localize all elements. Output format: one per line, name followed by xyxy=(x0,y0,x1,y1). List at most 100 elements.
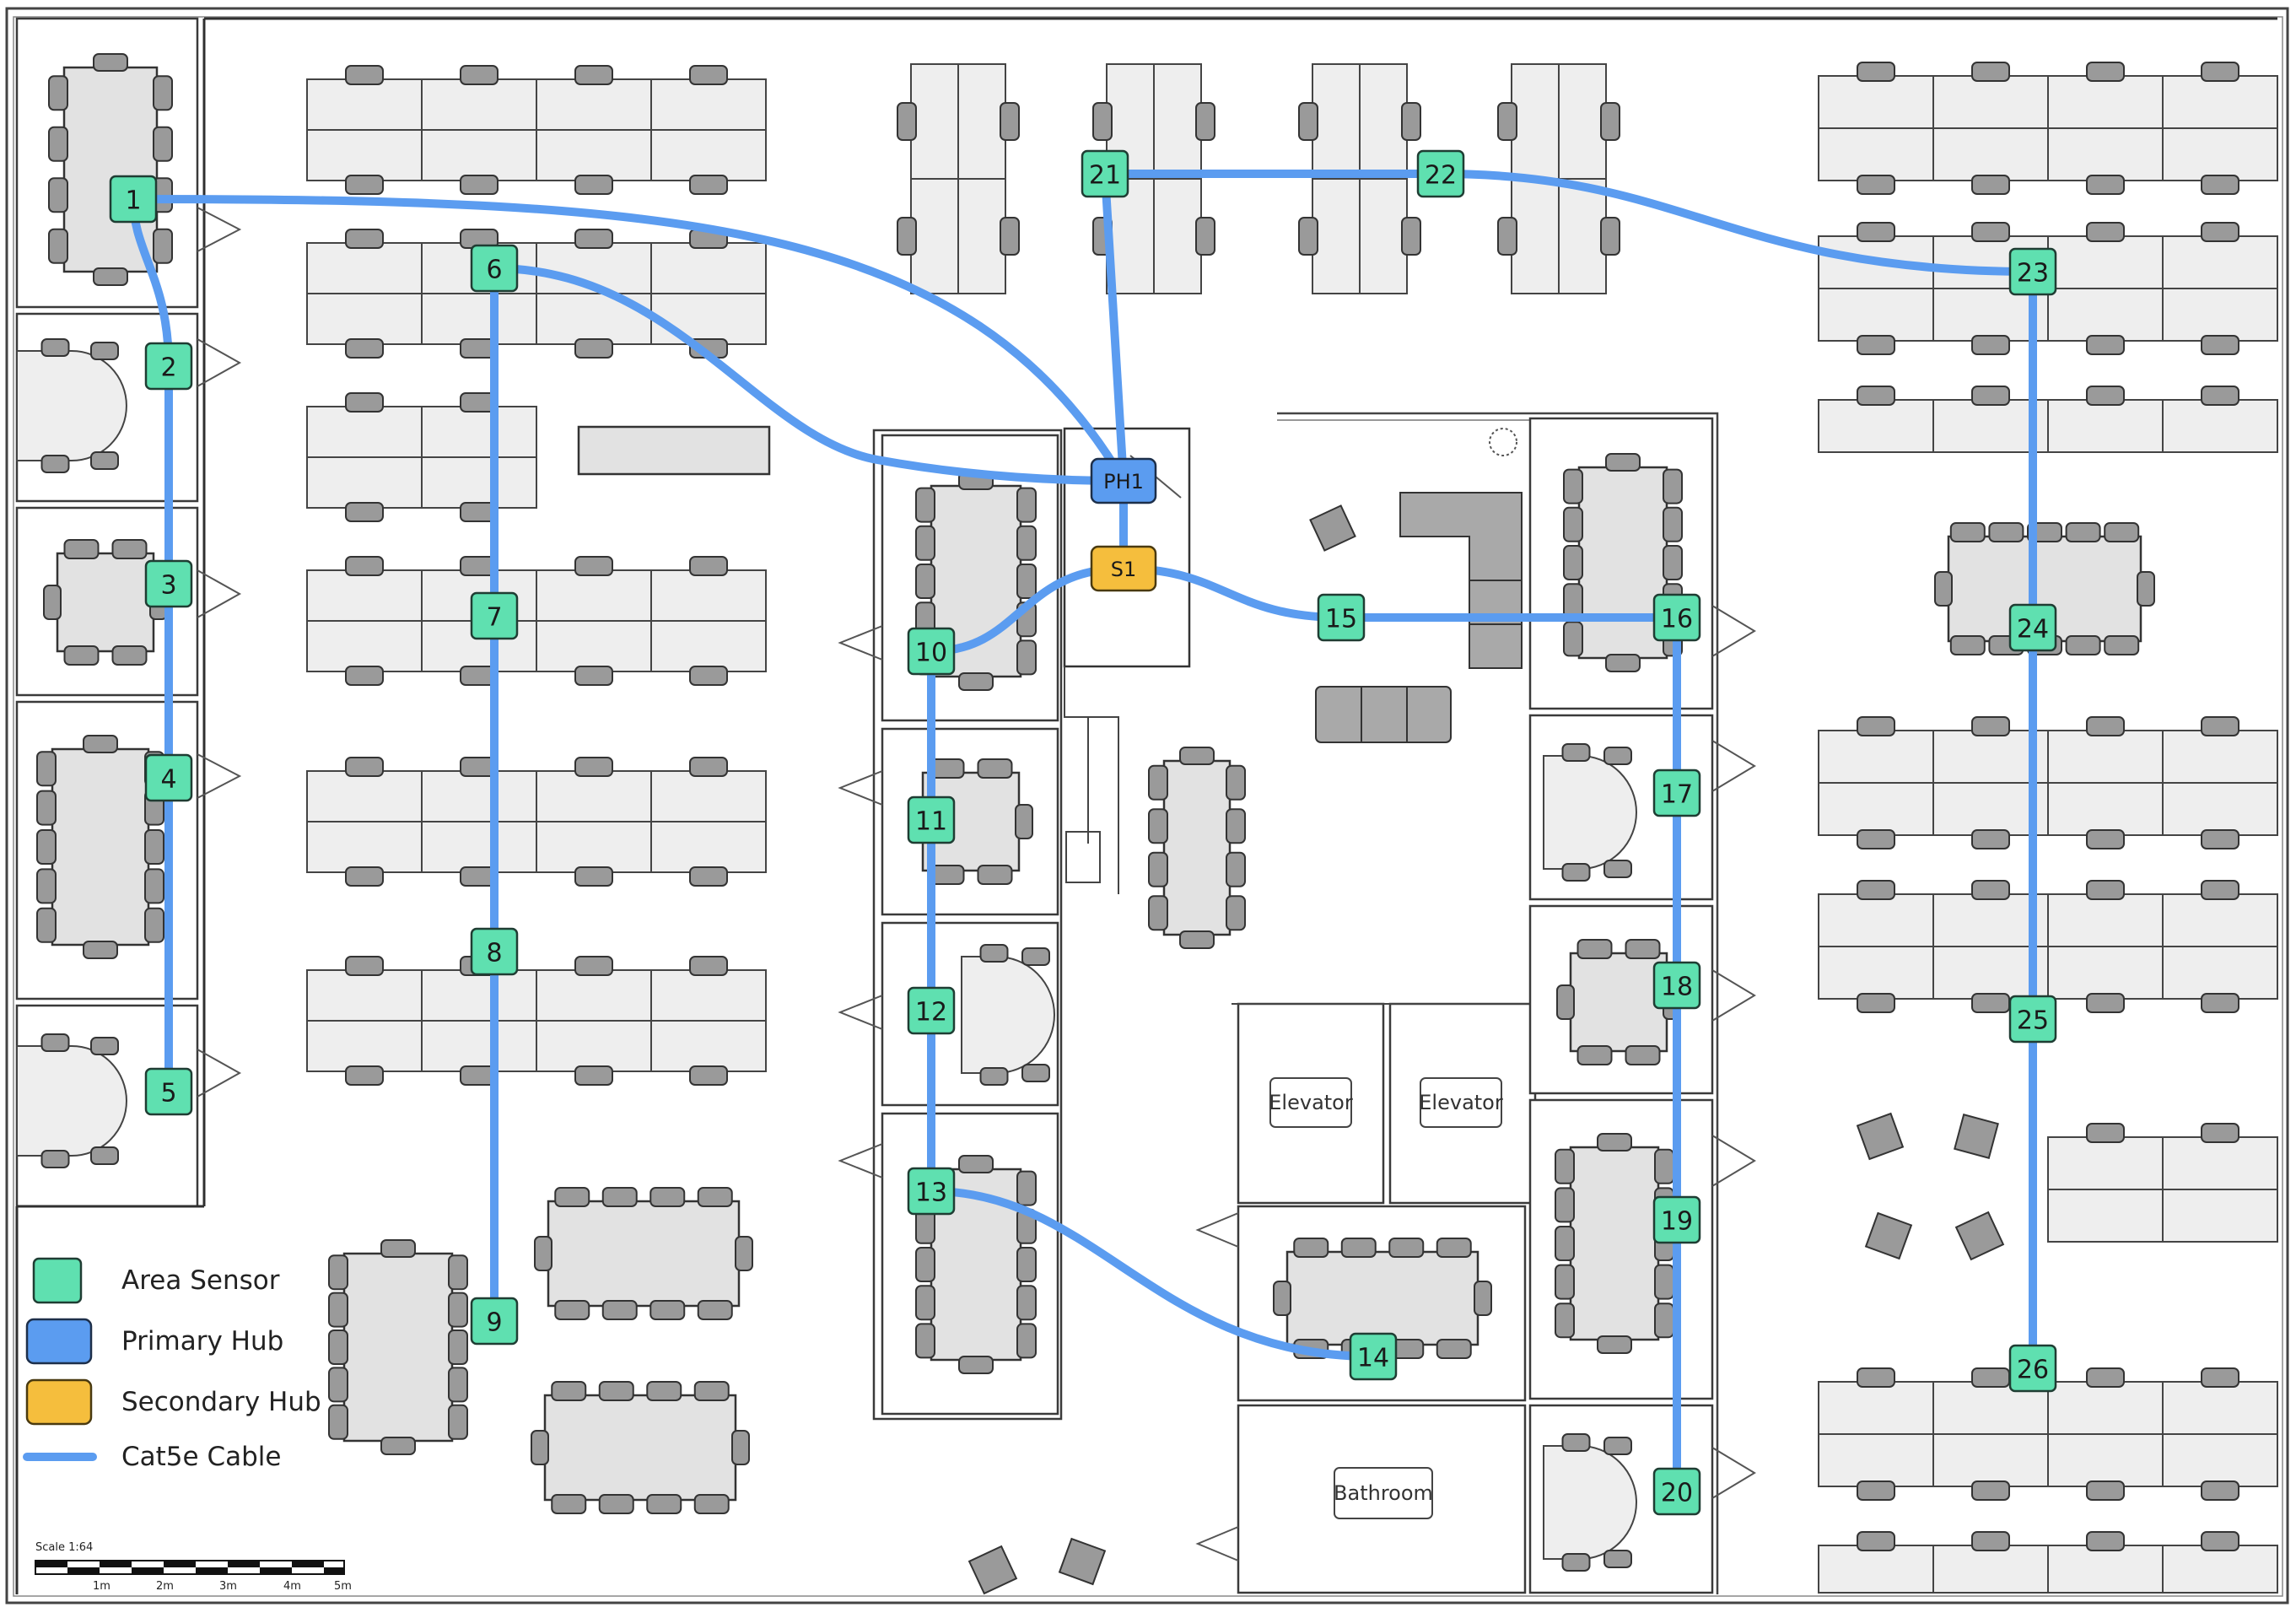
chair-icon xyxy=(1298,102,1318,141)
desk xyxy=(2047,1545,2164,1594)
chair-icon xyxy=(646,1381,682,1401)
sensor-label: 5 xyxy=(160,1079,176,1108)
desk xyxy=(650,242,767,294)
area-sensor-7[interactable]: 7 xyxy=(470,591,519,640)
desk xyxy=(650,969,767,1022)
chair-icon xyxy=(1971,1367,2010,1388)
chair-icon xyxy=(1663,506,1683,542)
desk xyxy=(2162,1136,2278,1190)
chair-icon xyxy=(897,217,917,256)
static-furniture xyxy=(577,425,2005,1595)
scale-tick-4: 4m xyxy=(283,1580,301,1593)
sensor-icon xyxy=(470,927,519,976)
desk xyxy=(1359,178,1408,294)
desk xyxy=(536,969,652,1022)
chair-icon xyxy=(1857,716,1895,736)
chair-icon xyxy=(1857,175,1895,195)
chair-icon xyxy=(1148,851,1168,887)
area-sensor-22[interactable]: 22 xyxy=(1416,149,1465,198)
chair-icon xyxy=(1857,993,1895,1013)
chair-icon xyxy=(48,228,68,264)
chair-icon xyxy=(601,1300,638,1320)
area-sensor-26[interactable]: 26 xyxy=(2008,1344,2057,1393)
desk xyxy=(306,620,423,672)
chair-icon xyxy=(328,1367,348,1403)
area-sensor-6[interactable]: 6 xyxy=(470,244,519,293)
chair-icon xyxy=(1600,102,1620,141)
area-sensor-18[interactable]: 18 xyxy=(1652,961,1701,1010)
area-sensor-2[interactable]: 2 xyxy=(144,342,193,391)
chair-icon xyxy=(83,735,118,753)
area-sensor-24[interactable]: 24 xyxy=(2008,603,2057,652)
desk xyxy=(421,969,537,1022)
area-sensor-17[interactable]: 17 xyxy=(1652,769,1701,817)
area-sensor-15[interactable]: 15 xyxy=(1317,593,1366,642)
chair-icon xyxy=(2086,175,2125,195)
area-sensor-16[interactable]: 16 xyxy=(1652,593,1701,642)
area-sensor-13[interactable]: 13 xyxy=(907,1167,956,1216)
chair-icon xyxy=(958,1356,994,1374)
conference-table xyxy=(1569,1146,1660,1341)
area-sensor-25[interactable]: 25 xyxy=(2008,995,2057,1044)
area-sensor-21[interactable]: 21 xyxy=(1081,149,1129,198)
chair-icon xyxy=(448,1254,468,1291)
chair-icon xyxy=(1857,1367,1895,1388)
chair-icon xyxy=(1857,880,1895,900)
chair-icon xyxy=(1195,217,1215,256)
area-sensor-11[interactable]: 11 xyxy=(907,796,956,844)
chair-icon xyxy=(2086,880,2125,900)
chair-icon xyxy=(915,564,935,599)
area-sensor-9[interactable]: 9 xyxy=(470,1297,519,1346)
scale-bar: Scale 1:64 1m 2m 3m 4m 5m xyxy=(35,1541,352,1593)
chair-icon xyxy=(2201,716,2239,736)
desk xyxy=(306,1020,423,1072)
chair-icon xyxy=(448,1367,468,1403)
chair-icon xyxy=(2086,1531,2125,1551)
chair-icon xyxy=(697,1187,733,1207)
desk xyxy=(306,456,423,509)
sensor-label: 16 xyxy=(1661,605,1693,634)
chair-icon xyxy=(2201,993,2239,1013)
chair-icon xyxy=(2086,1480,2125,1501)
area-sensor-14[interactable]: 14 xyxy=(1349,1332,1398,1381)
area-sensor-5[interactable]: 5 xyxy=(144,1067,193,1116)
area-sensor-19[interactable]: 19 xyxy=(1652,1195,1701,1244)
desk xyxy=(306,129,423,181)
round-table xyxy=(961,956,1055,1074)
chair-icon xyxy=(1654,1148,1674,1184)
chair-icon xyxy=(1561,863,1591,882)
chair-icon xyxy=(1148,895,1168,931)
chair-icon xyxy=(1605,453,1641,472)
desk xyxy=(421,78,537,131)
area-sensor-4[interactable]: 4 xyxy=(144,753,193,802)
area-sensor-1[interactable]: 1 xyxy=(109,175,158,224)
conference-table xyxy=(1285,1250,1479,1346)
secondary-hub-S1[interactable]: S1 xyxy=(1090,545,1157,592)
sensor-label: 8 xyxy=(486,939,502,968)
area-sensor-10[interactable]: 10 xyxy=(907,627,956,676)
area-sensor-12[interactable]: 12 xyxy=(907,986,956,1035)
chair-icon xyxy=(915,1285,935,1321)
chair-icon xyxy=(1625,1045,1661,1065)
desk xyxy=(1932,127,2049,181)
chair-icon xyxy=(1016,639,1037,676)
desk xyxy=(306,969,423,1022)
sensor-icon xyxy=(2008,247,2057,296)
cable-6-PH1 xyxy=(490,264,1128,485)
chair-icon xyxy=(1603,1437,1632,1455)
elevator-left-box xyxy=(1269,1077,1352,1128)
chair-icon xyxy=(48,177,68,213)
desk xyxy=(1558,178,1607,294)
area-sensor-23[interactable]: 23 xyxy=(2008,247,2057,296)
chair-icon xyxy=(915,1247,935,1282)
area-sensor-20[interactable]: 20 xyxy=(1652,1467,1701,1516)
chair-icon xyxy=(574,757,613,777)
sensor-icon xyxy=(2008,995,2057,1044)
chair-icon xyxy=(43,585,62,620)
desk xyxy=(421,1020,537,1072)
primary-hub-PH1[interactable]: PH1 xyxy=(1090,457,1157,504)
area-sensor-3[interactable]: 3 xyxy=(144,559,193,608)
chair-icon xyxy=(915,487,935,523)
area-sensor-8[interactable]: 8 xyxy=(470,927,519,976)
